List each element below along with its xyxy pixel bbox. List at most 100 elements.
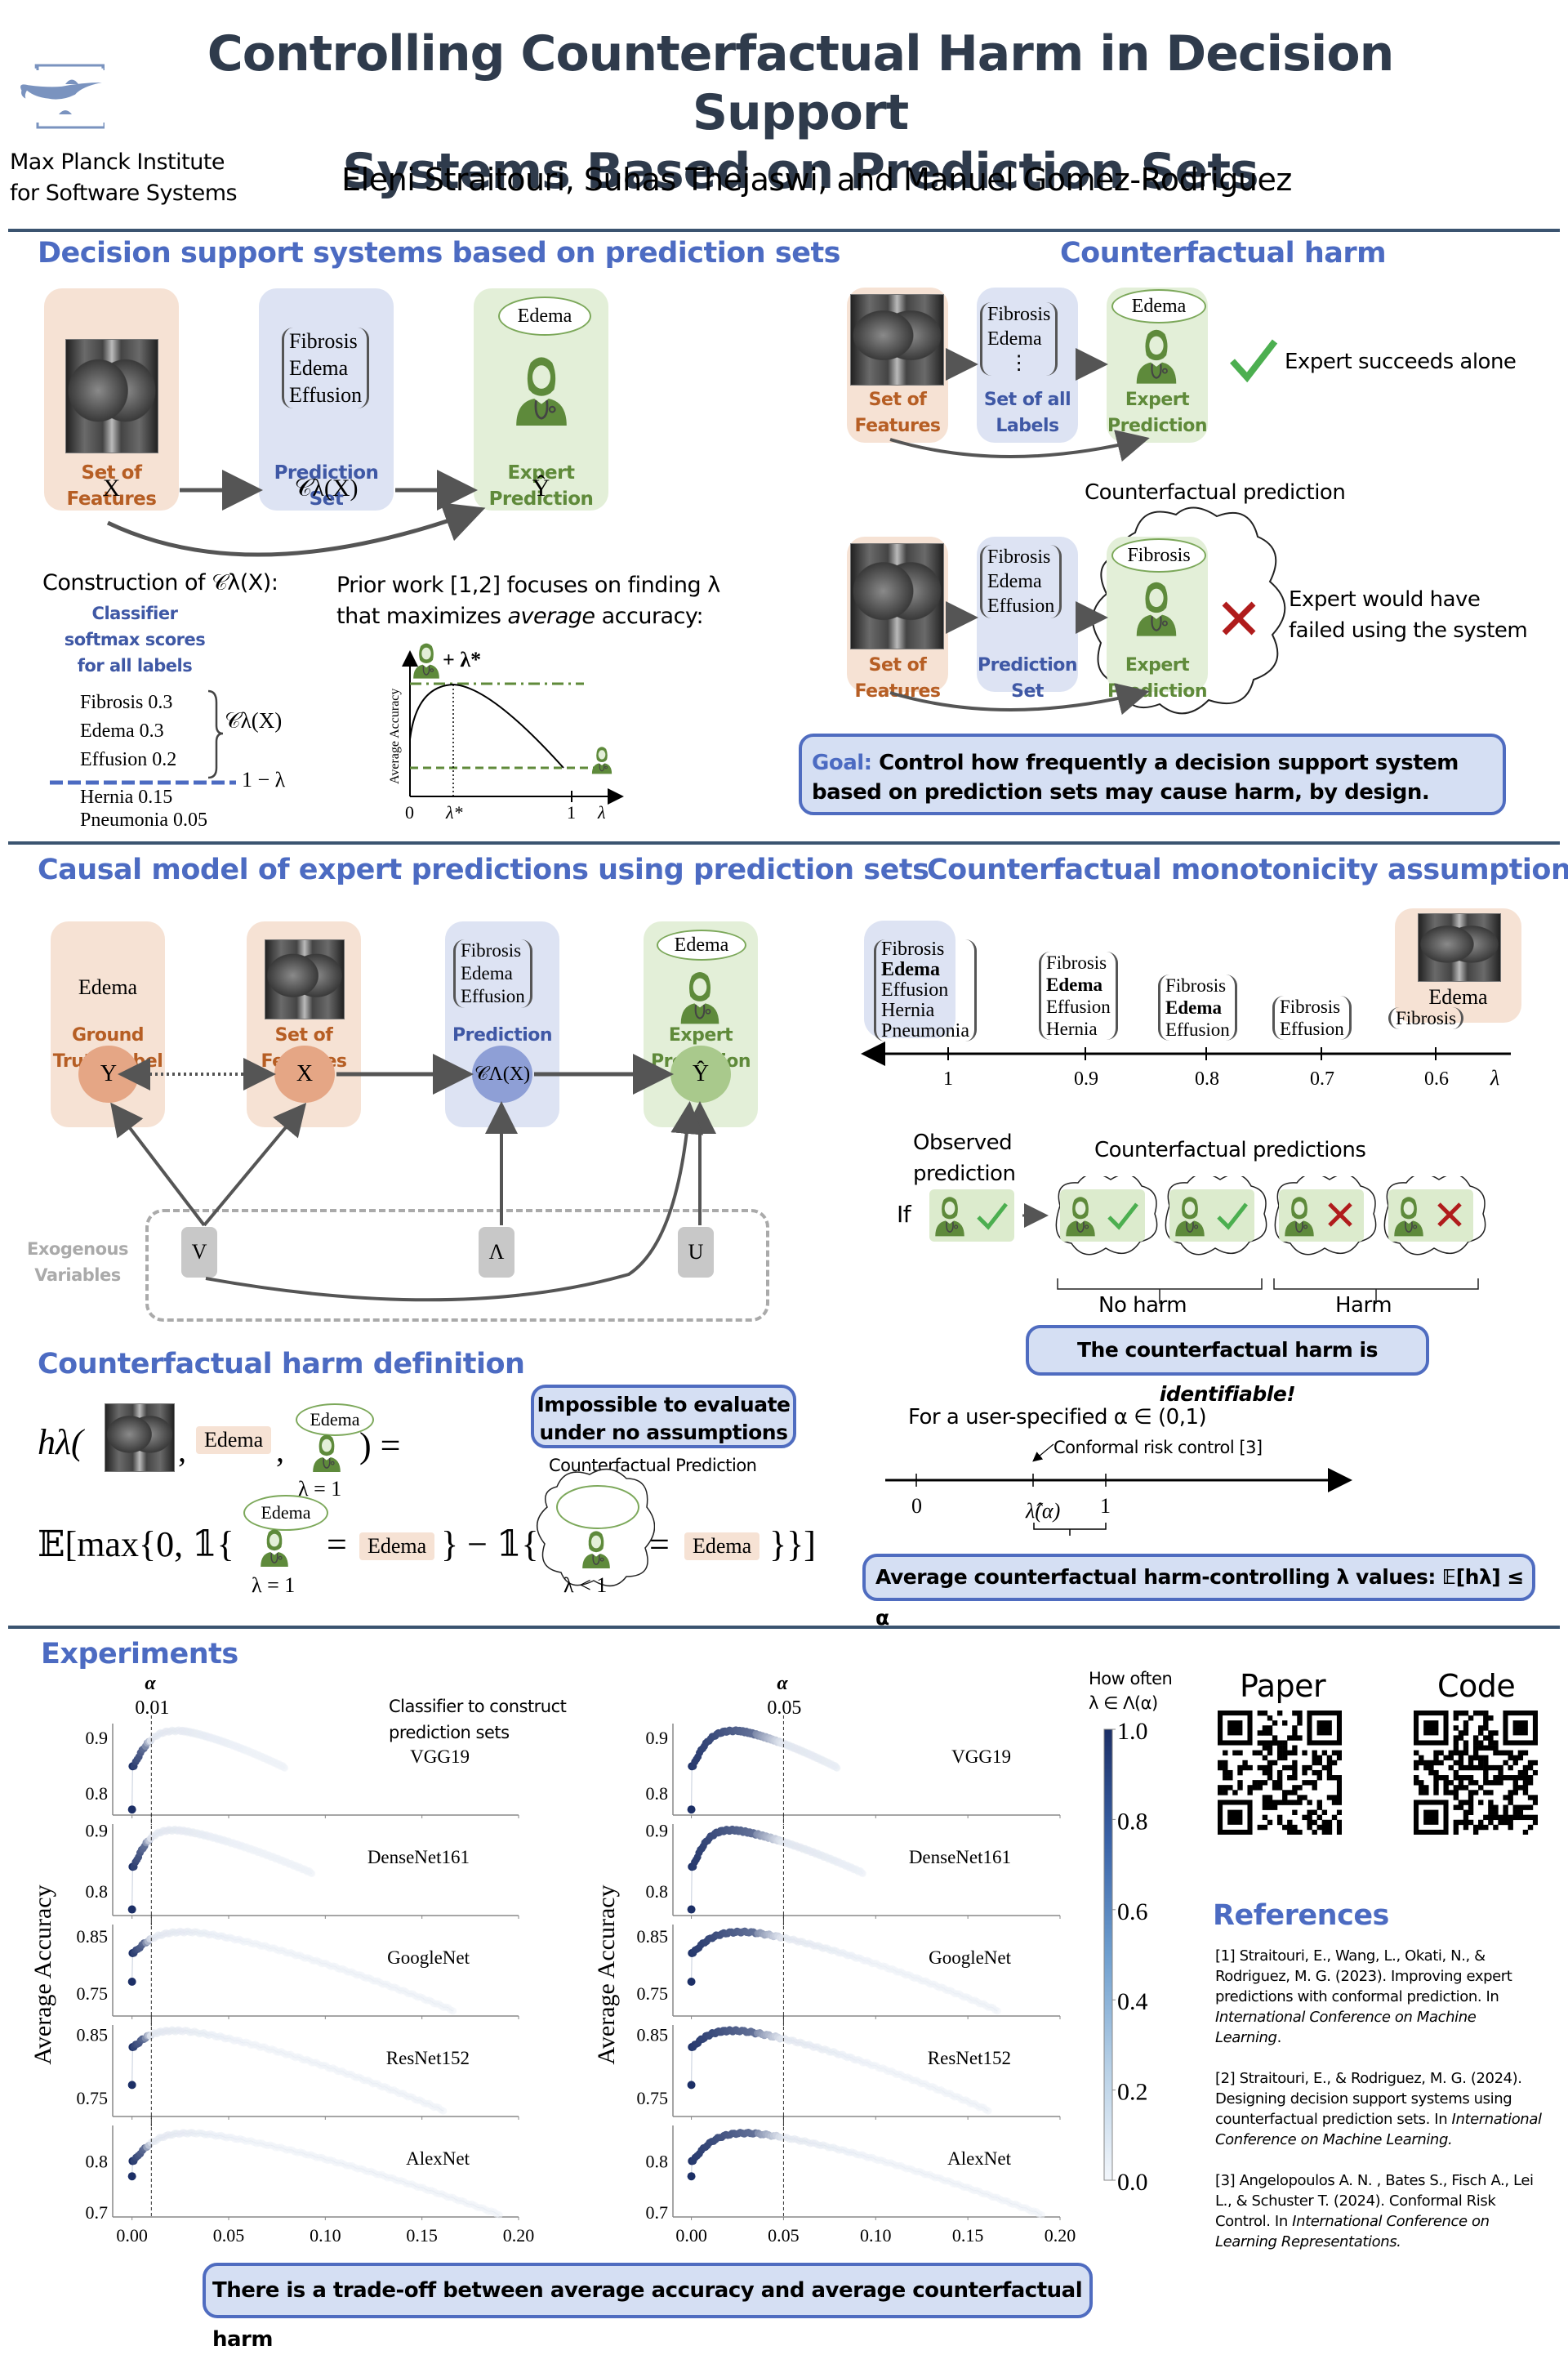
data-point (993, 2007, 1001, 2015)
set-item: Fibrosis (289, 329, 358, 353)
tick-label: 1 (943, 1068, 953, 1090)
classifier-label-line: Classifier (91, 604, 178, 623)
edge-v-x (203, 1102, 307, 1227)
classifier-label: ResNet152 (928, 2048, 1011, 2068)
construction-title: Construction of 𝒞λ(X): (42, 570, 278, 595)
counterfactual-outcome (1383, 1176, 1486, 1256)
tick-label: λ (597, 802, 606, 821)
speech-bubble: Edema (657, 930, 746, 961)
y-tick-label: 0.7 (646, 2202, 669, 2223)
x-tick-label: 0.05 (768, 2225, 800, 2246)
colorbar: 1.00.80.60.40.20.0 (1103, 1719, 1148, 2193)
xray-image (1418, 913, 1501, 982)
prediction-set-label: Prediction Set (259, 460, 394, 512)
poster-title: Controlling Counterfactual Harm in Decis… (114, 25, 1486, 201)
node-x: X (274, 1046, 335, 1103)
series-line (690, 1930, 998, 2012)
y-tick-label: 0.75 (637, 1983, 669, 2004)
doctor-icon (591, 746, 612, 774)
alpha-symbol: α (145, 1673, 156, 1694)
ground-truth-value: Edema (78, 975, 138, 999)
goal-text: Control how frequently a decision suppor… (812, 751, 1459, 805)
monotonicity-outcomes (929, 1176, 1486, 1304)
h-lambda-symbol: hλ( (38, 1422, 83, 1462)
data-point (687, 1805, 696, 1814)
xray-image (850, 294, 944, 386)
edge-v-y (110, 1102, 206, 1227)
section-heading-harm-def: Counterfactual harm definition (38, 1348, 525, 1380)
speech-bubble: Edema (296, 1403, 374, 1436)
features-label-1: Set of (81, 462, 142, 484)
data-point (984, 2107, 992, 2115)
series-line (131, 1729, 285, 1810)
colorbar-tick-label: 1.0 (1117, 1719, 1148, 1745)
features-var: X (102, 475, 121, 502)
y-tick-label: 0.7 (86, 2202, 109, 2223)
xray-label: Edema (1428, 985, 1488, 1009)
set-label-2: Set (309, 488, 344, 510)
no-harm-label: No harm (1098, 1293, 1187, 1318)
section-heading-dss: Decision support systems based on predic… (38, 237, 841, 270)
data-point (687, 1978, 696, 1986)
exo-node-v: V (181, 1227, 217, 1278)
check-icon (1230, 339, 1278, 382)
classifier-label: GoogleNet (929, 1947, 1012, 1968)
no-harm-brace (1057, 1278, 1263, 1304)
expert-var: Ŷ (532, 475, 550, 502)
set-item: Effusion (289, 383, 363, 407)
y-tick-label: 0.9 (646, 1820, 669, 1840)
data-point (687, 2081, 696, 2090)
harm-bottom-arrows (889, 601, 1150, 716)
node-prediction-set: 𝒞Λ(X) (472, 1046, 532, 1103)
data-point (127, 1978, 136, 1986)
score-row: Fibrosis 0.3 (80, 692, 173, 713)
crc-label: Conformal risk control [3] (1054, 1438, 1263, 1457)
set-var: 𝒞λ(X) (294, 475, 359, 502)
causal-arrows (110, 1054, 716, 1302)
x-tick-label: 0.10 (310, 2225, 341, 2246)
data-point (495, 2211, 503, 2219)
mini-ylabel: Average Accuracy (388, 689, 402, 784)
data-point (439, 2107, 448, 2115)
x-tick-label: 0.05 (213, 2225, 245, 2246)
section-heading-experiments: Experiments (41, 1638, 238, 1670)
speech-bubble: Fibrosis (1111, 538, 1206, 573)
divider (8, 1626, 1560, 1629)
classifier-label: ResNet152 (386, 2048, 470, 2068)
section-heading-references: References (1213, 1899, 1389, 1932)
controlling-callout: Average counterfactual harm-controlling … (862, 1554, 1535, 1630)
data-point (127, 2081, 136, 2090)
dss-arrows (106, 470, 486, 557)
score-row: Effusion 0.2 (80, 749, 177, 770)
user-alpha-text: For a user-specified α ∈ (0,1) (908, 1405, 1207, 1430)
x-tick-label: 0.20 (1045, 2225, 1076, 2246)
code-qr-code[interactable] (1414, 1711, 1538, 1835)
paper-qr-code[interactable] (1218, 1711, 1342, 1835)
brace (207, 689, 224, 779)
series-line (690, 2029, 989, 2112)
speech-bubble: Edema (1111, 289, 1206, 323)
data-point (858, 1870, 866, 1878)
comma: , (178, 1432, 186, 1469)
cross-icon (1437, 1202, 1462, 1227)
features-label-2: Features (66, 488, 157, 510)
y-tick-label: 0.8 (646, 2152, 669, 2172)
counterfactual-outcome (1165, 1176, 1267, 1256)
counterfactual-outcome (1055, 1176, 1158, 1256)
colorbar-tick-label: 0.6 (1117, 1898, 1148, 1925)
tick-label: 0 (405, 802, 414, 821)
check-icon (1217, 1202, 1248, 1230)
